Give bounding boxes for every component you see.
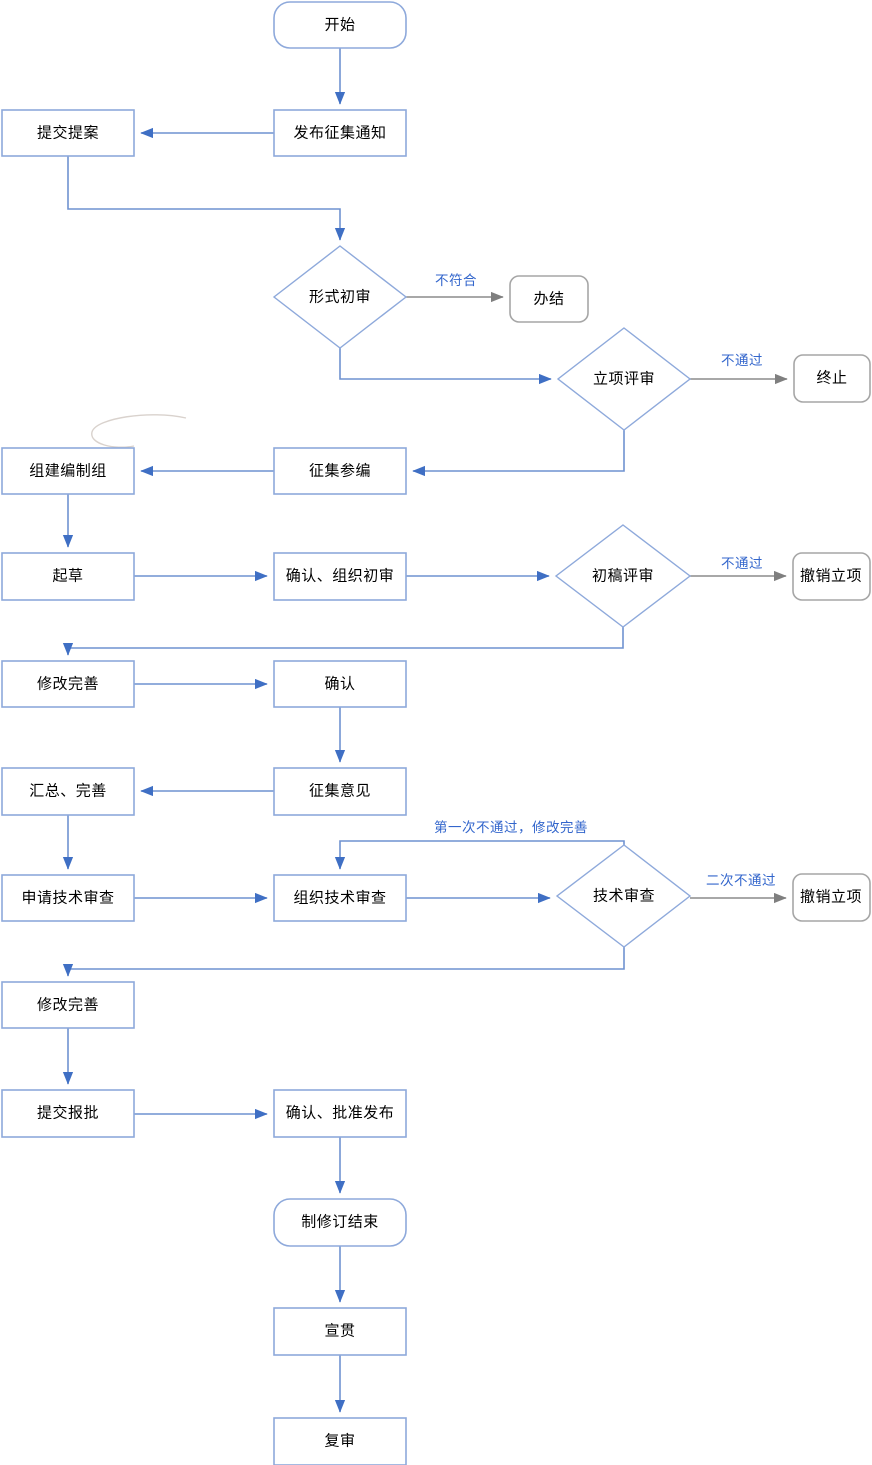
node-submit-for-approval-label: 提交报批 [37, 1103, 99, 1121]
node-apply-tech-review-label: 申请技术审查 [21, 889, 114, 906]
node-confirm-approve-publish[interactable]: 确认、批准发布 [273, 1089, 407, 1138]
edge-label-second-fail: 二次不通过 [706, 873, 776, 888]
node-summarize-improve-label: 汇总、完善 [29, 782, 107, 799]
node-cancel-project-2[interactable]: 撤销立项 [792, 873, 871, 922]
node-terminate[interactable]: 终止 [793, 354, 871, 403]
node-revision-finished-label: 制修订结束 [301, 1213, 379, 1230]
edge-projreview-to-gatherpart [412, 430, 625, 477]
node-summarize-improve[interactable]: 汇总、完善 [1, 767, 135, 816]
node-collect-opinions-label: 征集意见 [309, 781, 371, 799]
node-draft-review[interactable]: 初稿评审 [554, 524, 692, 628]
node-revise-improve-1[interactable]: 修改完善 [1, 660, 135, 708]
node-closed[interactable]: 办结 [509, 275, 589, 323]
node-confirm[interactable]: 确认 [273, 660, 407, 708]
node-cancel-project-1-label: 撤销立项 [800, 567, 862, 584]
node-collect-opinions[interactable]: 征集意见 [273, 767, 407, 816]
node-confirm-organize-review-label: 确认、组织初审 [286, 567, 395, 584]
node-project-review[interactable]: 立项评审 [556, 327, 692, 431]
node-gather-participants[interactable]: 征集参编 [273, 447, 407, 495]
node-revise-improve-1-label: 修改完善 [37, 675, 99, 692]
node-confirm-label: 确认 [324, 675, 355, 692]
node-closed-label: 办结 [533, 290, 564, 307]
node-revise-improve-2-label: 修改完善 [37, 996, 99, 1013]
connector-layer [62, 48, 788, 1413]
node-promotion-label: 宣贯 [324, 1322, 355, 1339]
node-gather-participants-label: 征集参编 [309, 462, 371, 479]
node-tech-review[interactable]: 技术审查 [555, 844, 692, 948]
node-project-review-label: 立项评审 [593, 370, 655, 387]
node-re-review[interactable]: 复审 [273, 1417, 407, 1465]
node-cancel-project-2-label: 撤销立项 [800, 888, 862, 905]
node-start[interactable]: 开始 [273, 1, 407, 49]
node-submit-proposal[interactable]: 提交提案 [1, 109, 135, 157]
edge-label-layer: 不符合 不通过 不通过 第一次不通过，修改完善 二次不通过 [434, 273, 776, 888]
node-submit-proposal-label: 提交提案 [37, 123, 99, 141]
node-revision-finished[interactable]: 制修订结束 [273, 1198, 407, 1247]
edge-label-first-fail-revise: 第一次不通过，修改完善 [434, 819, 588, 835]
node-form-team-label: 组建编制组 [29, 462, 107, 479]
edge-draftreview-to-improve1 [62, 627, 624, 656]
node-revise-improve-2[interactable]: 修改完善 [1, 981, 135, 1029]
node-draft[interactable]: 起草 [1, 552, 135, 601]
node-publish-notice[interactable]: 发布征集通知 [273, 109, 407, 157]
edge-submit-to-formreview [67, 156, 346, 241]
node-publish-notice-label: 发布征集通知 [293, 124, 386, 141]
node-start-label: 开始 [324, 16, 355, 33]
pencil-artifact [91, 414, 187, 448]
node-confirm-approve-publish-label: 确认、批准发布 [286, 1104, 395, 1121]
node-form-team[interactable]: 组建编制组 [1, 447, 135, 495]
edge-formreview-to-projreview [339, 348, 552, 385]
edge-techreview-to-improve2 [62, 947, 625, 977]
edge-label-not-passed-project: 不通过 [721, 353, 763, 368]
node-draft-review-label: 初稿评审 [592, 567, 654, 584]
edge-techreview-loop-to-orgtech [334, 840, 625, 870]
node-tech-review-label: 技术审查 [593, 887, 655, 904]
node-apply-tech-review[interactable]: 申请技术审查 [1, 874, 135, 922]
edge-label-not-passed-draft: 不通过 [721, 556, 763, 571]
node-terminate-label: 终止 [816, 369, 847, 386]
node-re-review-label: 复审 [324, 1431, 355, 1449]
node-organize-tech-review[interactable]: 组织技术审查 [273, 874, 407, 922]
node-cancel-project-1[interactable]: 撤销立项 [792, 552, 871, 601]
node-organize-tech-review-label: 组织技术审查 [293, 889, 386, 906]
node-form-review[interactable]: 形式初审 [272, 245, 408, 349]
node-promotion[interactable]: 宣贯 [273, 1307, 407, 1356]
node-draft-label: 起草 [52, 567, 83, 584]
node-form-review-label: 形式初审 [309, 288, 371, 305]
node-submit-for-approval[interactable]: 提交报批 [1, 1089, 135, 1138]
node-confirm-organize-review[interactable]: 确认、组织初审 [273, 552, 407, 601]
edge-label-nonconforming: 不符合 [435, 273, 477, 288]
